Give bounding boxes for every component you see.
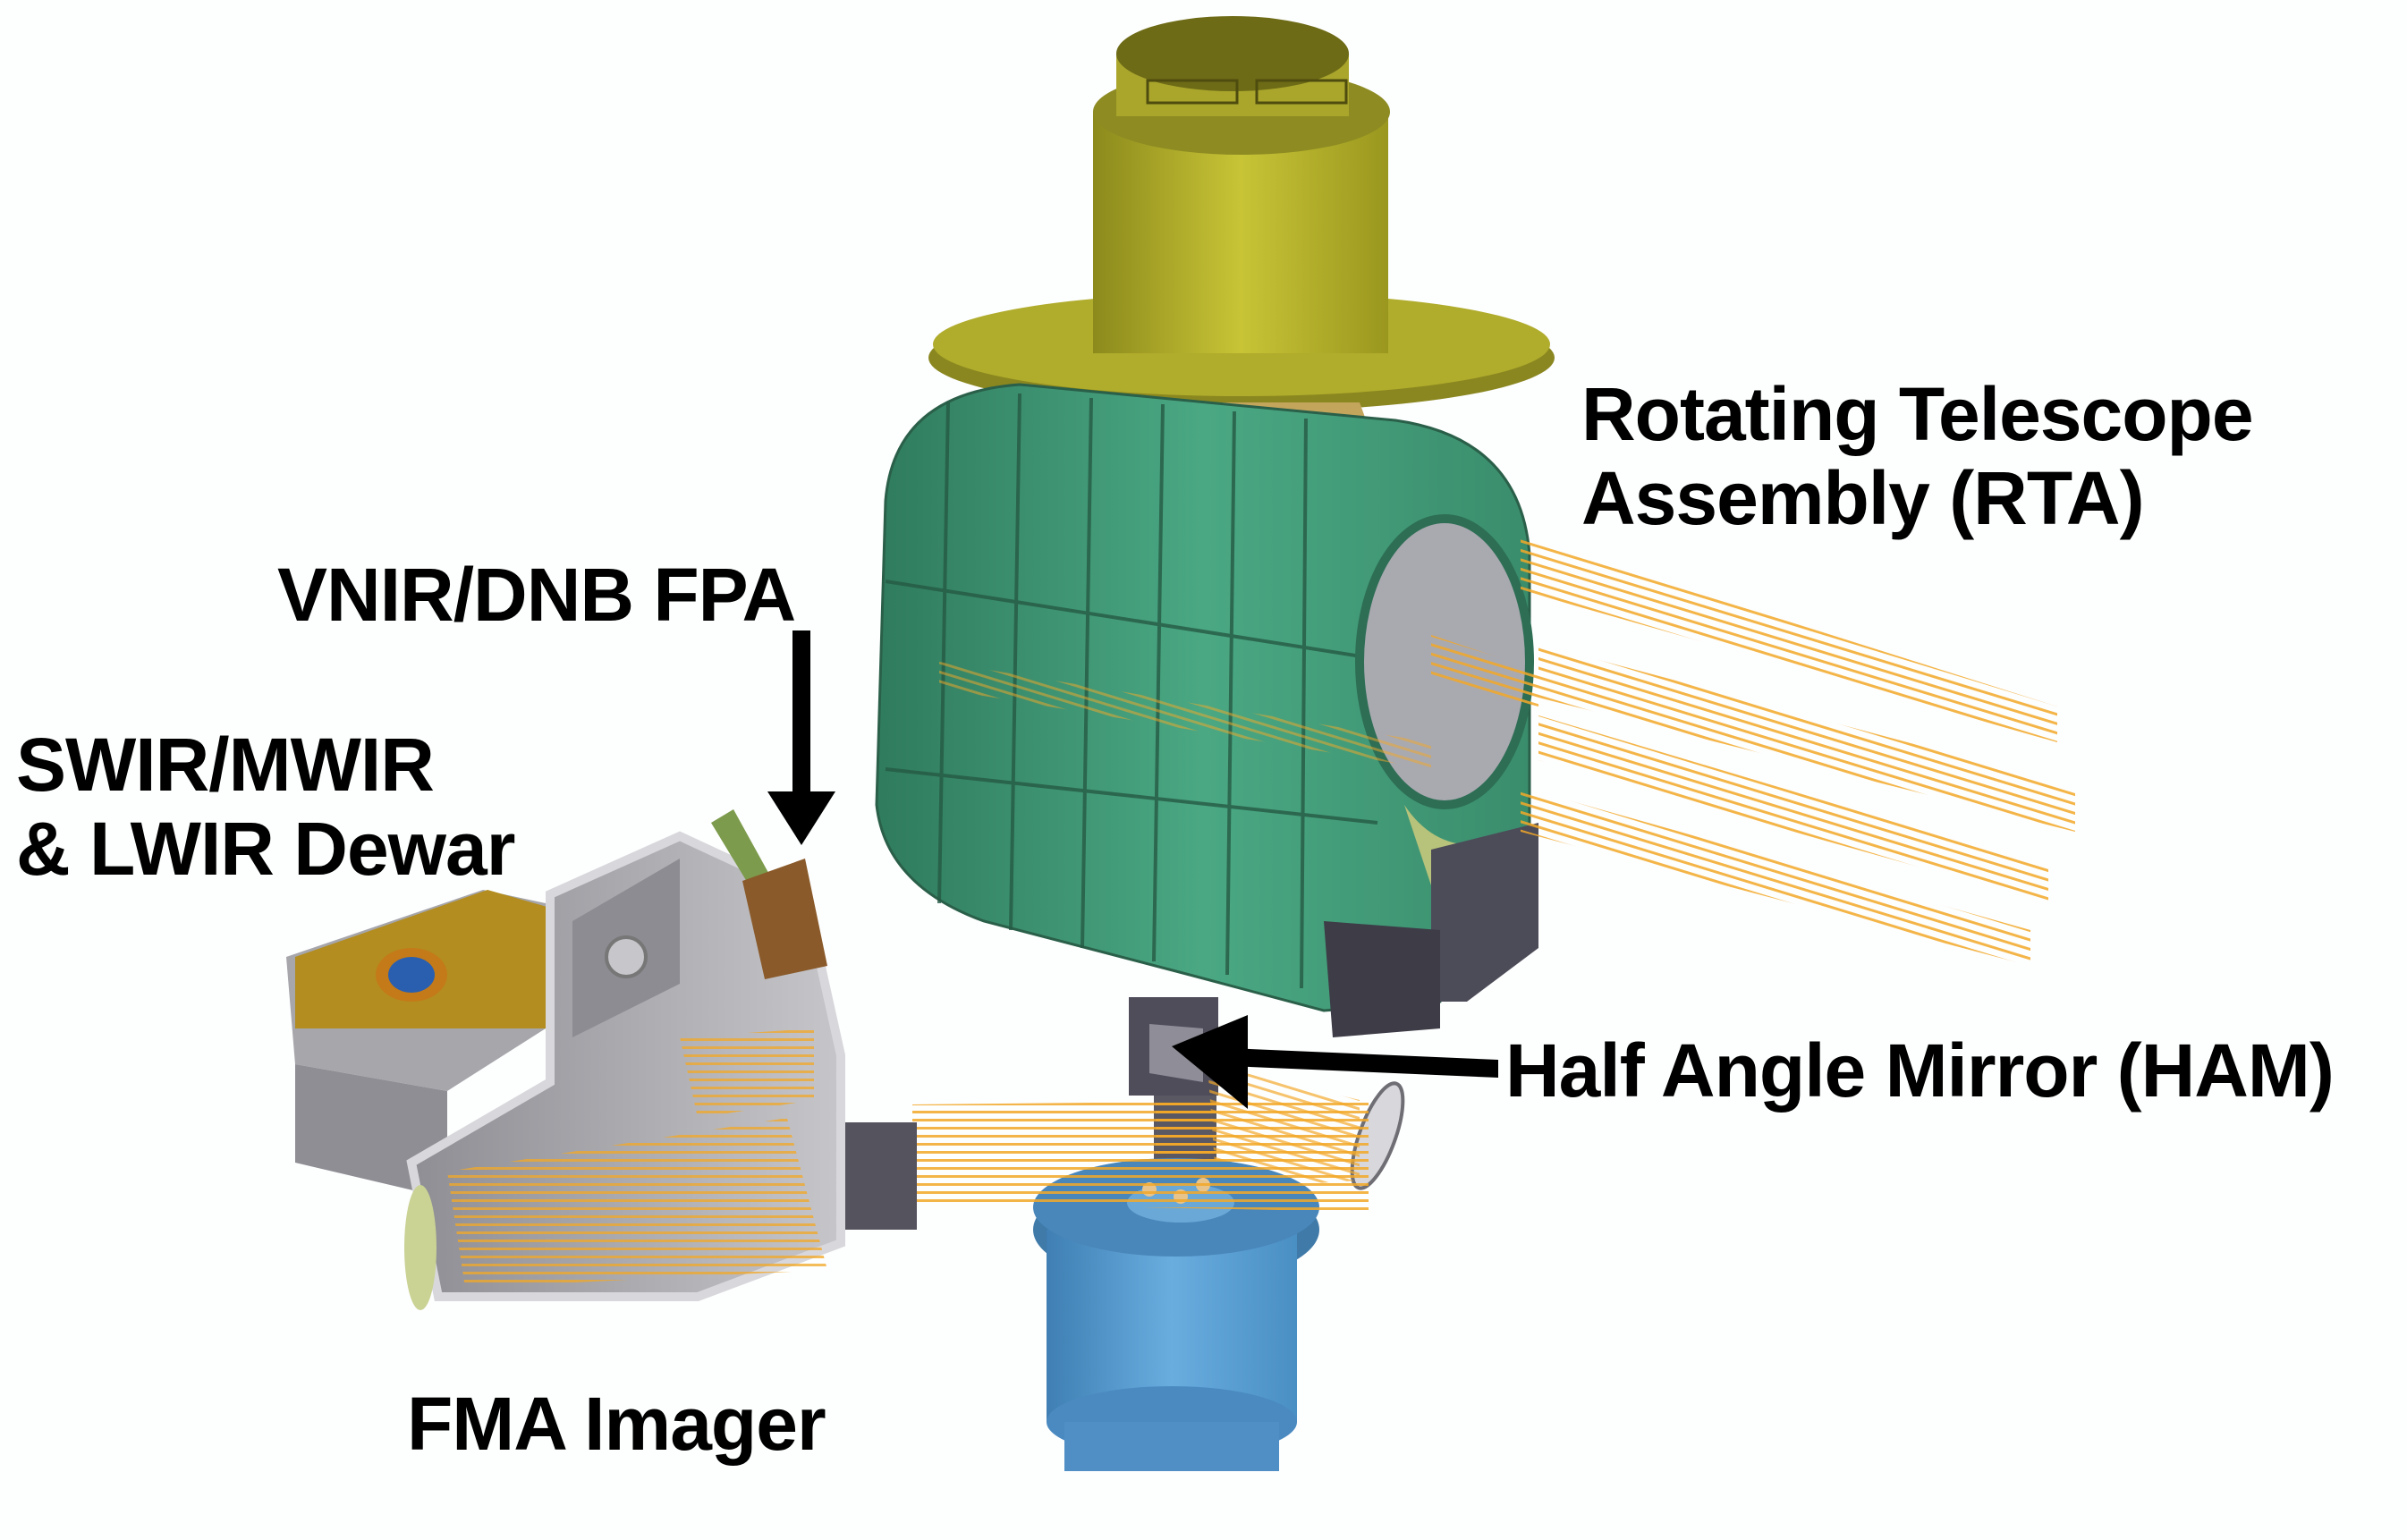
label-fma-imager: FMA Imager (407, 1382, 826, 1466)
label-vnir-dnb-fpa: VNIR/DNB FPA (277, 553, 796, 637)
incoming-light-rays (939, 537, 2075, 966)
label-rotating-telescope-assembly: Rotating Telescope Assembly (RTA) (1581, 372, 2254, 541)
callout-arrows (767, 630, 1498, 1109)
label-line: Half Angle Mirror (HAM) (1505, 1028, 2335, 1113)
vnir-arrow-shaft (792, 630, 810, 805)
label-line: Assembly (RTA) (1581, 456, 2145, 541)
fma-imager (286, 809, 917, 1310)
ham-arrow-shaft (1230, 1048, 1498, 1078)
label-line: FMA Imager (407, 1382, 826, 1466)
label-line: SWIR/MWIR (16, 723, 435, 807)
rotating-telescope-assembly (875, 383, 1538, 1037)
label-line: VNIR/DNB FPA (277, 553, 796, 637)
vnir-arrow-head (767, 791, 835, 845)
ham-arrow-head (1172, 1015, 1248, 1109)
label-line: & LWIR Dewar (16, 807, 515, 892)
label-swir-mwir-lwir-dewar: SWIR/MWIR & LWIR Dewar (16, 723, 515, 892)
label-line: Rotating Telescope (1581, 372, 2254, 456)
relay-light-rays (912, 1100, 1369, 1212)
label-half-angle-mirror: Half Angle Mirror (HAM) (1505, 1028, 2335, 1113)
